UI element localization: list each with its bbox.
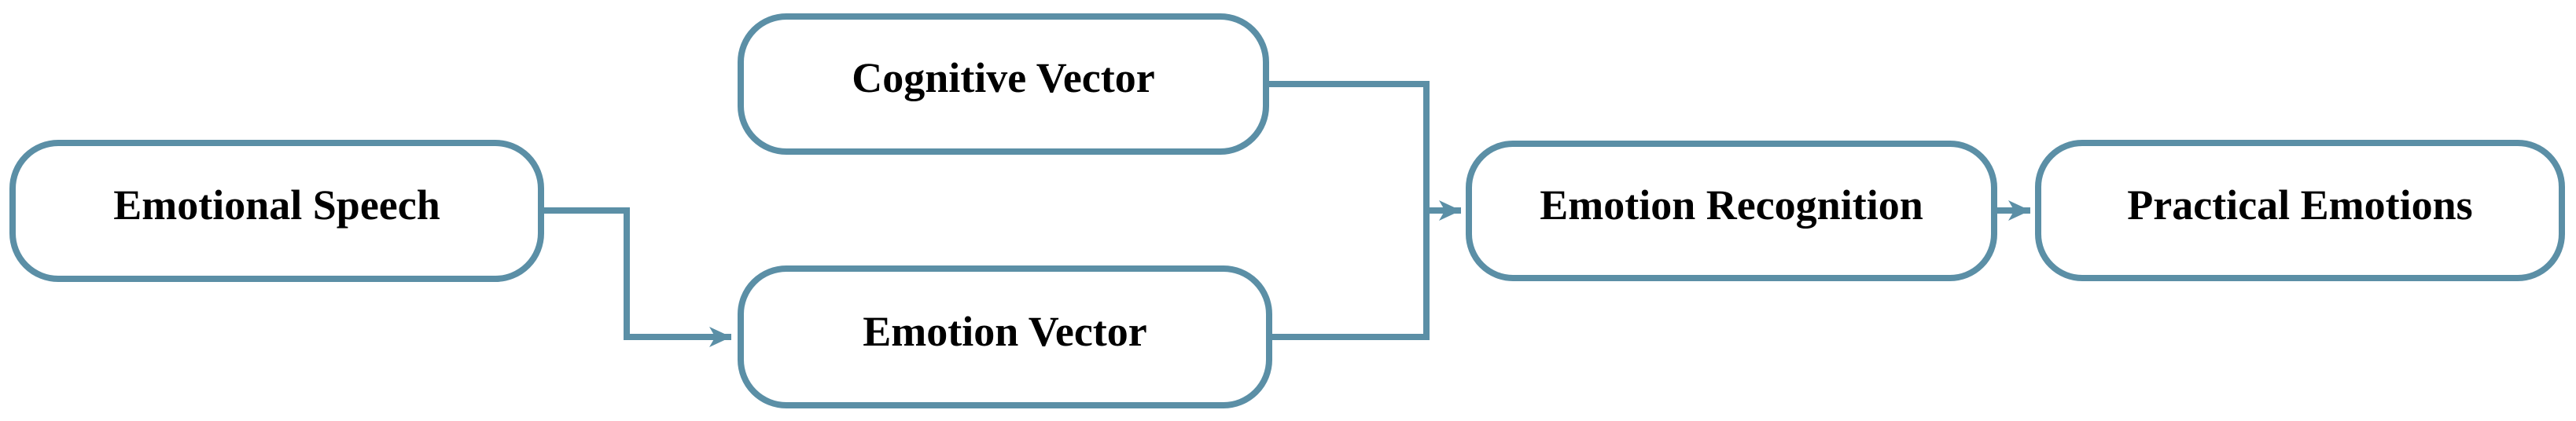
node-label: Emotion Recognition [1540, 181, 1923, 229]
edge-emotion-vector-to-emotion-recognition [1272, 210, 1430, 340]
node-emotion-vector: Emotion Vector [738, 265, 1272, 408]
edge-emotional-speech-to-emotion-vector [541, 207, 731, 347]
node-emotion-recognition: Emotion Recognition [1466, 141, 1997, 281]
node-label: Emotion Vector [863, 308, 1146, 355]
node-label: Emotional Speech [113, 181, 440, 229]
node-label: Cognitive Vector [852, 54, 1154, 101]
node-box [738, 13, 1269, 155]
node-box [1466, 141, 1997, 281]
edge-cognitive-vector-to-emotion-recognition [1266, 81, 1430, 210]
node-box [9, 140, 544, 282]
node-cognitive-vector: Cognitive Vector [738, 13, 1269, 155]
node-practical-emotions: Practical Emotions [2035, 140, 2565, 281]
node-label: Practical Emotions [2127, 181, 2472, 229]
node-box [2035, 140, 2565, 281]
node-emotional-speech: Emotional Speech [9, 140, 544, 282]
node-box [738, 265, 1272, 408]
